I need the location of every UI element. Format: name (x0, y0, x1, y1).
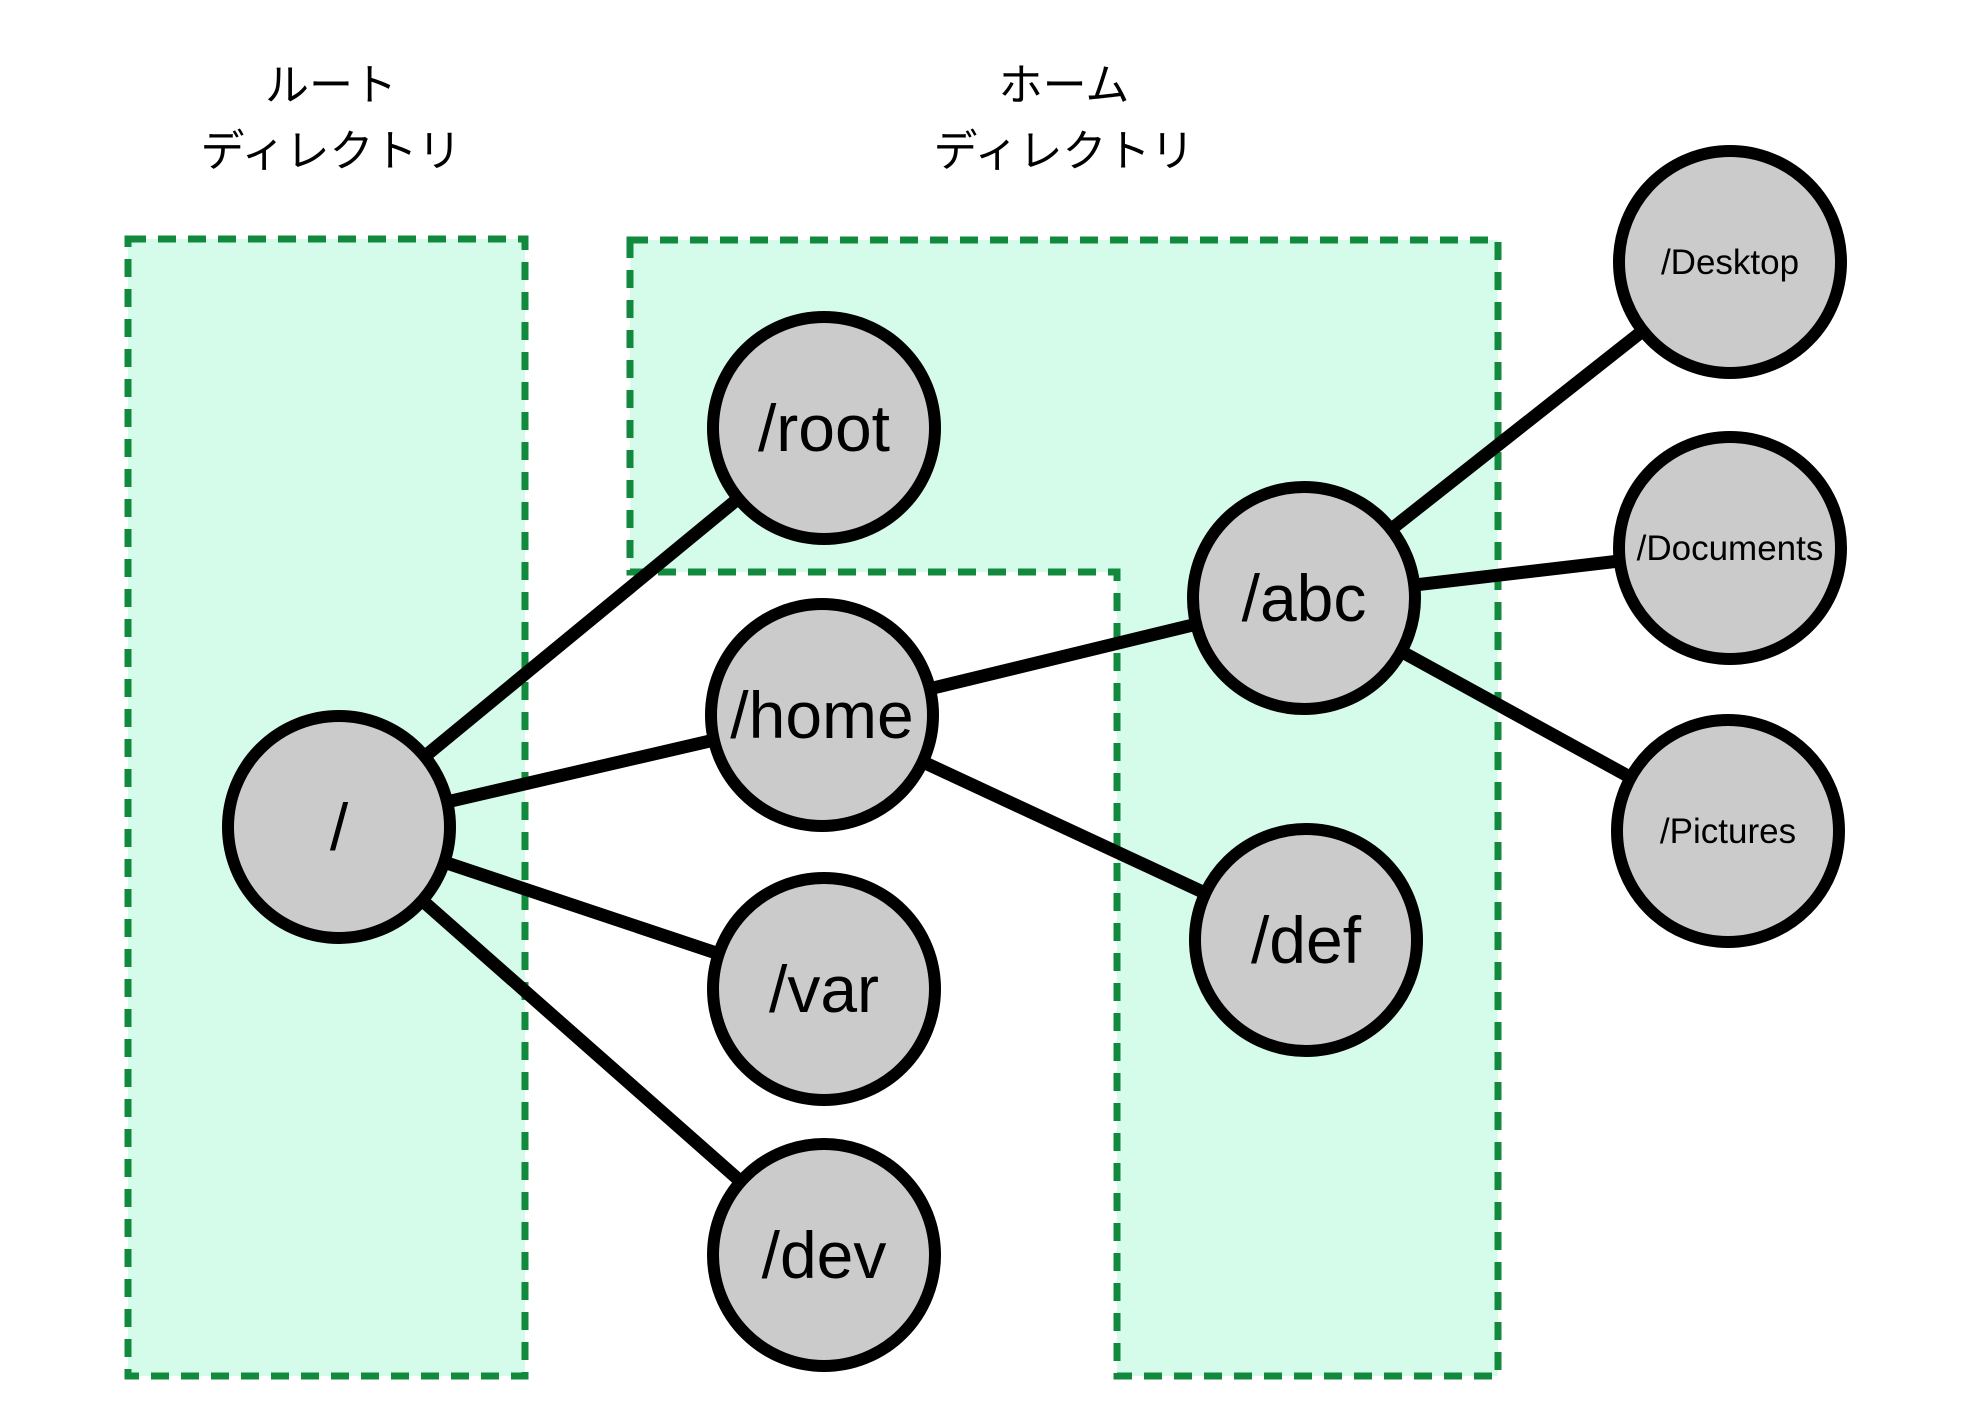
node-pictures-label: /Pictures (1660, 812, 1796, 851)
node-dev-label: /dev (762, 1218, 887, 1292)
node-home-circle (705, 598, 939, 832)
node-dev: /dev (707, 1138, 941, 1372)
node-slash-label: / (330, 790, 349, 864)
node-slash: / (222, 710, 456, 944)
node-documents: /Documents (1613, 431, 1847, 665)
node-desktop-circle (1613, 145, 1847, 379)
node-abc-label: /abc (1242, 561, 1367, 635)
node-var-label: /var (769, 952, 879, 1026)
node-root: /root (707, 311, 941, 545)
node-root-label: /root (758, 391, 890, 465)
node-def-circle (1189, 823, 1423, 1057)
home-directory-label-line1: ホーム (999, 61, 1130, 110)
node-documents-circle (1613, 431, 1847, 665)
node-pictures-circle (1611, 714, 1845, 948)
node-abc: /abc (1187, 481, 1421, 715)
node-slash-circle (222, 710, 456, 944)
node-var: /var (707, 872, 941, 1106)
node-def: /def (1189, 823, 1423, 1057)
root-directory-label-line2: ディレクトリ (201, 127, 462, 176)
node-pictures: /Pictures (1611, 714, 1845, 948)
node-home-label: /home (730, 678, 913, 752)
node-desktop-label: /Desktop (1661, 243, 1799, 282)
home-directory-label-line2: ディレクトリ (934, 127, 1195, 176)
node-documents-label: /Documents (1637, 529, 1824, 568)
node-var-circle (707, 872, 941, 1106)
root-directory-label-line1: ルート (265, 61, 397, 110)
node-dev-circle (707, 1138, 941, 1372)
node-desktop: /Desktop (1613, 145, 1847, 379)
node-home: /home (705, 598, 939, 832)
node-def-label: /def (1251, 903, 1362, 977)
node-root-circle (707, 311, 941, 545)
node-abc-circle (1187, 481, 1421, 715)
